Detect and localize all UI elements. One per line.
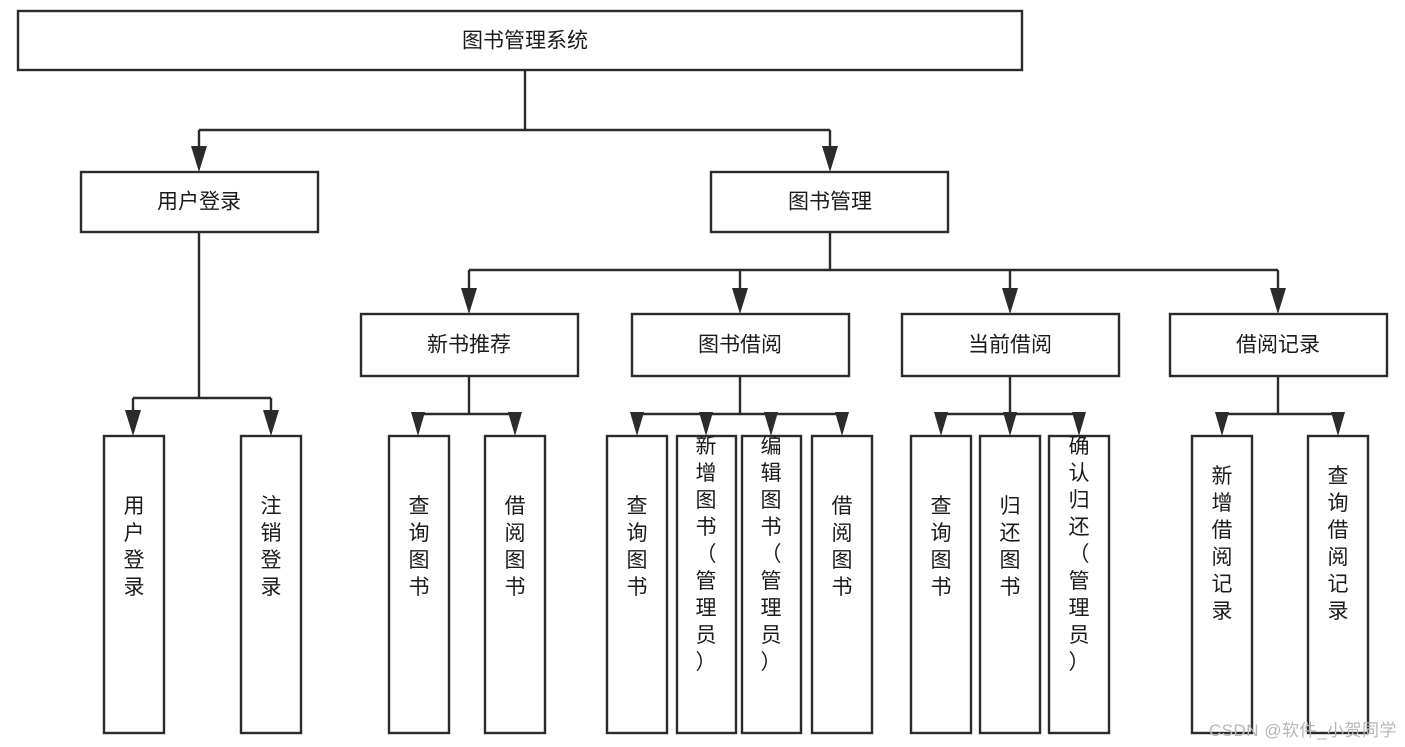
leaf-new-book-borrow-box[interactable] [483,434,547,735]
leaf-user-login-login[interactable]: 用户登录 [102,434,166,735]
node-current-borrow-box[interactable] [900,312,1121,378]
leaf-new-book-query[interactable]: 查询图书 [387,434,451,735]
arrow-head-bb-leaf-1 [630,412,644,436]
arrow-head-book-manage [822,146,838,172]
arrow-head-nb-leaf-2 [508,412,522,436]
leaf-user-login-login-label: 用户登录 [124,495,145,599]
arrow-head-cb-leaf-1 [934,412,948,436]
arrow-head-bb-leaf-4 [835,412,849,436]
leaf-current-borrow-query[interactable]: 查询图书 [909,434,973,735]
leaf-book-borrow-add-box[interactable] [675,434,738,735]
leaf-new-book-borrow[interactable]: 借阅图书 [483,434,547,735]
leaf-borrow-record-add-label: 新增借阅记录 [1212,465,1233,623]
leaf-current-borrow-confirm-label: 确认归还（管理员） [1069,435,1090,674]
node-root-box[interactable] [16,9,1024,72]
leaf-borrow-record-query-label: 查询借阅记录 [1328,465,1349,623]
leaf-current-borrow-return-box[interactable] [978,434,1042,735]
leaf-book-borrow-query-label: 查询图书 [627,495,648,599]
node-new-book-recommend-box[interactable] [359,312,580,378]
node-book-management[interactable]: 图书管理 [709,170,950,234]
leaf-borrow-record-add-box[interactable] [1190,434,1254,735]
leaf-book-borrow-query-box[interactable] [605,434,669,735]
leaf-current-borrow-confirm[interactable]: 确认归还（管理员） [1047,434,1111,735]
node-book-borrow[interactable]: 图书借阅 [630,312,851,378]
connector-layer [125,70,1345,436]
node-user-login-box[interactable] [79,170,320,234]
node-book-borrow-label: 图书借阅 [698,334,782,357]
leaf-book-borrow-borrow-box[interactable] [810,434,874,735]
leaf-book-borrow-add-label: 新增图书（管理员） [696,435,717,674]
leaf-book-borrow-query[interactable]: 查询图书 [605,434,669,735]
arrow-head-cb-leaf-3 [1072,412,1086,436]
arrow-head-cb-leaf-2 [1003,412,1017,436]
leaf-book-borrow-borrow-label: 借阅图书 [832,495,853,599]
node-book-management-label: 图书管理 [788,191,872,214]
leaf-book-borrow-edit[interactable]: 编辑图书（管理员） [740,434,803,735]
leaf-book-borrow-edit-label: 编辑图书（管理员） [761,435,782,674]
leaf-user-login-login-box[interactable] [102,434,166,735]
arrow-head-user-login [191,146,207,172]
leaf-current-borrow-return[interactable]: 归还图书 [978,434,1042,735]
node-user-login[interactable]: 用户登录 [79,170,320,234]
arrow-head-bb-leaf-3 [764,412,778,436]
leaf-new-book-borrow-label: 借阅图书 [505,495,526,599]
node-borrow-record-label: 借阅记录 [1236,334,1320,357]
leaf-borrow-record-query[interactable]: 查询借阅记录 [1306,434,1370,735]
leaf-book-borrow-borrow[interactable]: 借阅图书 [810,434,874,735]
node-root-book-management-system[interactable]: 图书管理系统 [16,9,1024,72]
node-book-management-box[interactable] [709,170,950,234]
arrow-head-nb-leaf-1 [411,412,425,436]
node-borrow-record[interactable]: 借阅记录 [1168,312,1389,378]
arrow-head-bb-leaf-2 [699,412,713,436]
leaf-new-book-query-label: 查询图书 [409,495,430,599]
arrow-head-br-leaf-1 [1215,412,1229,436]
node-new-book-recommend[interactable]: 新书推荐 [359,312,580,378]
node-book-borrow-box[interactable] [630,312,851,378]
arrow-head-book-borrow [732,288,748,314]
leaf-borrow-record-add[interactable]: 新增借阅记录 [1190,434,1254,735]
arrow-head-br-leaf-2 [1331,412,1345,436]
csdn-watermark: CSDN @软件_小贺同学 [1208,721,1397,740]
arrow-head-borrow-record [1270,288,1286,314]
arrow-head-current-borrow [1002,288,1018,314]
leaf-current-borrow-confirm-box[interactable] [1047,434,1111,735]
node-current-borrow-label: 当前借阅 [968,334,1052,357]
leaf-user-login-logout-label: 注销登录 [261,495,282,599]
node-borrow-record-box[interactable] [1168,312,1389,378]
node-root-label: 图书管理系统 [462,30,588,53]
leaf-book-borrow-edit-box[interactable] [740,434,803,735]
leaf-book-borrow-add[interactable]: 新增图书（管理员） [675,434,738,735]
leaf-user-login-logout[interactable]: 注销登录 [239,434,303,735]
node-user-login-label: 用户登录 [157,191,241,214]
leaf-current-borrow-query-box[interactable] [909,434,973,735]
leaf-new-book-query-box[interactable] [387,434,451,735]
node-current-borrow[interactable]: 当前借阅 [900,312,1121,378]
leaf-user-login-logout-box[interactable] [239,434,303,735]
arrow-head-ul-leaf-1 [125,410,141,436]
arrow-head-new-book [461,288,477,314]
arrow-head-ul-leaf-2 [263,410,279,436]
leaf-current-borrow-query-label: 查询图书 [931,495,952,599]
leaf-current-borrow-return-label: 归还图书 [1000,495,1021,599]
leaf-borrow-record-query-box[interactable] [1306,434,1370,735]
node-new-book-recommend-label: 新书推荐 [427,334,511,357]
